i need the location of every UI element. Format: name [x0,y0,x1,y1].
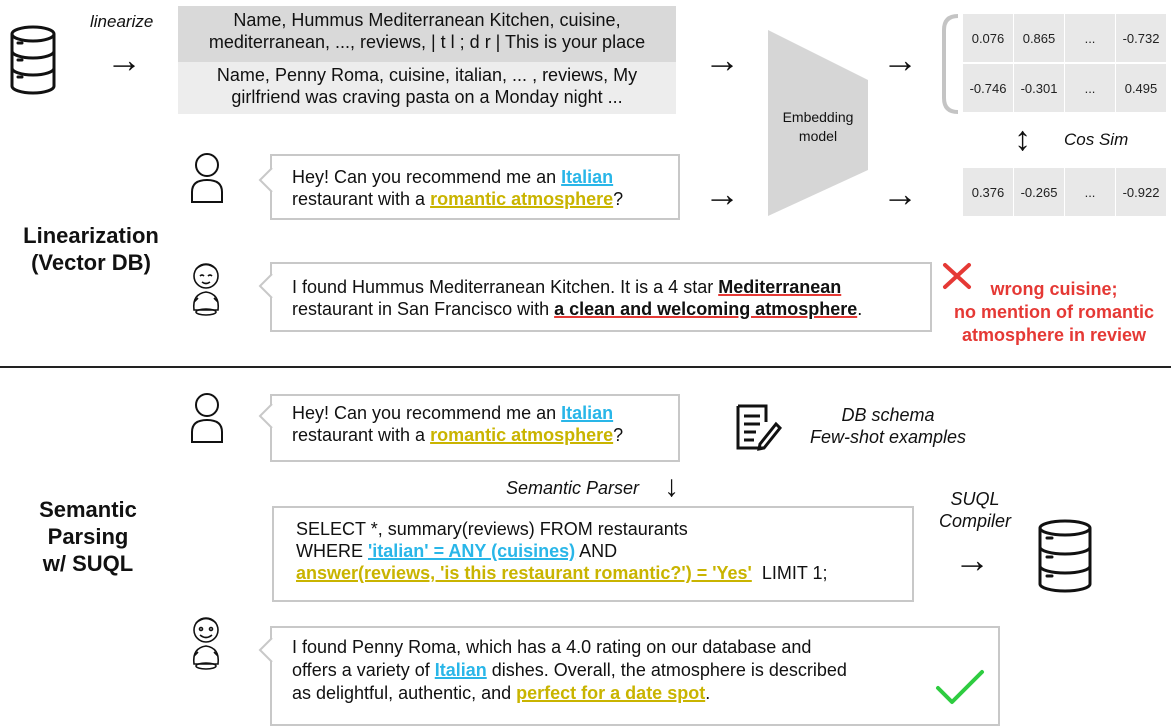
arrow-right-icon: → [704,173,740,214]
linearized-doc-2 [178,62,676,114]
section-divider [0,366,1171,368]
user-query-text: Hey! Can you recommend me an Italian res… [292,403,624,445]
linearized-doc-1-text: Name, Hummus Mediterranean Kitchen, cuis… [208,10,646,52]
sql-query-text: SELECT *, summary(reviews) FROM restaura… [296,519,828,583]
bubble-tail [258,404,273,428]
bubble-tail [258,638,273,662]
database-icon [10,25,56,95]
semantic-parser-label: Semantic Parser [506,478,640,498]
arrow-right-icon: → [704,39,740,80]
error-note: wrong cuisine; no mention of romantic at… [954,279,1154,345]
user-icon [191,153,223,203]
user-icon [191,393,223,443]
user-query-text: Hey! Can you recommend me an Italian res… [292,167,624,209]
robot-icon [192,263,220,316]
user-query-bubble [270,394,680,462]
bot-answer-text: I found Hummus Mediterranean Kitchen. It… [292,277,863,319]
section-label-semantic-parsing: Semantic Parsing w/ SUQL [39,497,137,576]
arrow-right-icon: → [106,39,142,80]
embedding-model-shape [768,30,868,216]
linearize-label: linearize [90,12,154,31]
vector-row-2: -0.746-0.301...0.495 [963,64,1167,112]
bubble-tail [258,274,273,298]
cos-sim-label: Cos Sim [1064,130,1129,149]
linearized-doc-1 [178,6,676,62]
database-icon [1038,519,1092,593]
matrix-bracket [942,14,959,114]
arrow-right-icon: → [882,39,918,80]
cross-icon [943,263,971,289]
arrow-right-icon: → [954,539,990,580]
document-edit-icon [736,404,782,451]
bot-answer-text: I found Penny Roma, which has a 4.0 rati… [292,637,847,703]
updown-arrow-icon: ↕ [1014,120,1031,158]
bubble-tail [258,168,273,192]
arrow-right-icon: → [882,173,918,214]
vector-row-3: 0.376-0.265...-0.922 [963,168,1167,216]
sql-query-box [272,506,914,602]
linearized-doc-2-text: Name, Penny Roma, cuisine, italian, ... … [216,65,638,107]
user-query-bubble [270,154,680,220]
robot-icon [192,617,220,670]
section-label-linearization: Linearization(Vector DB) [23,223,159,275]
arrow-down-icon: ↓ [664,470,679,503]
checkmark-icon [936,670,984,704]
